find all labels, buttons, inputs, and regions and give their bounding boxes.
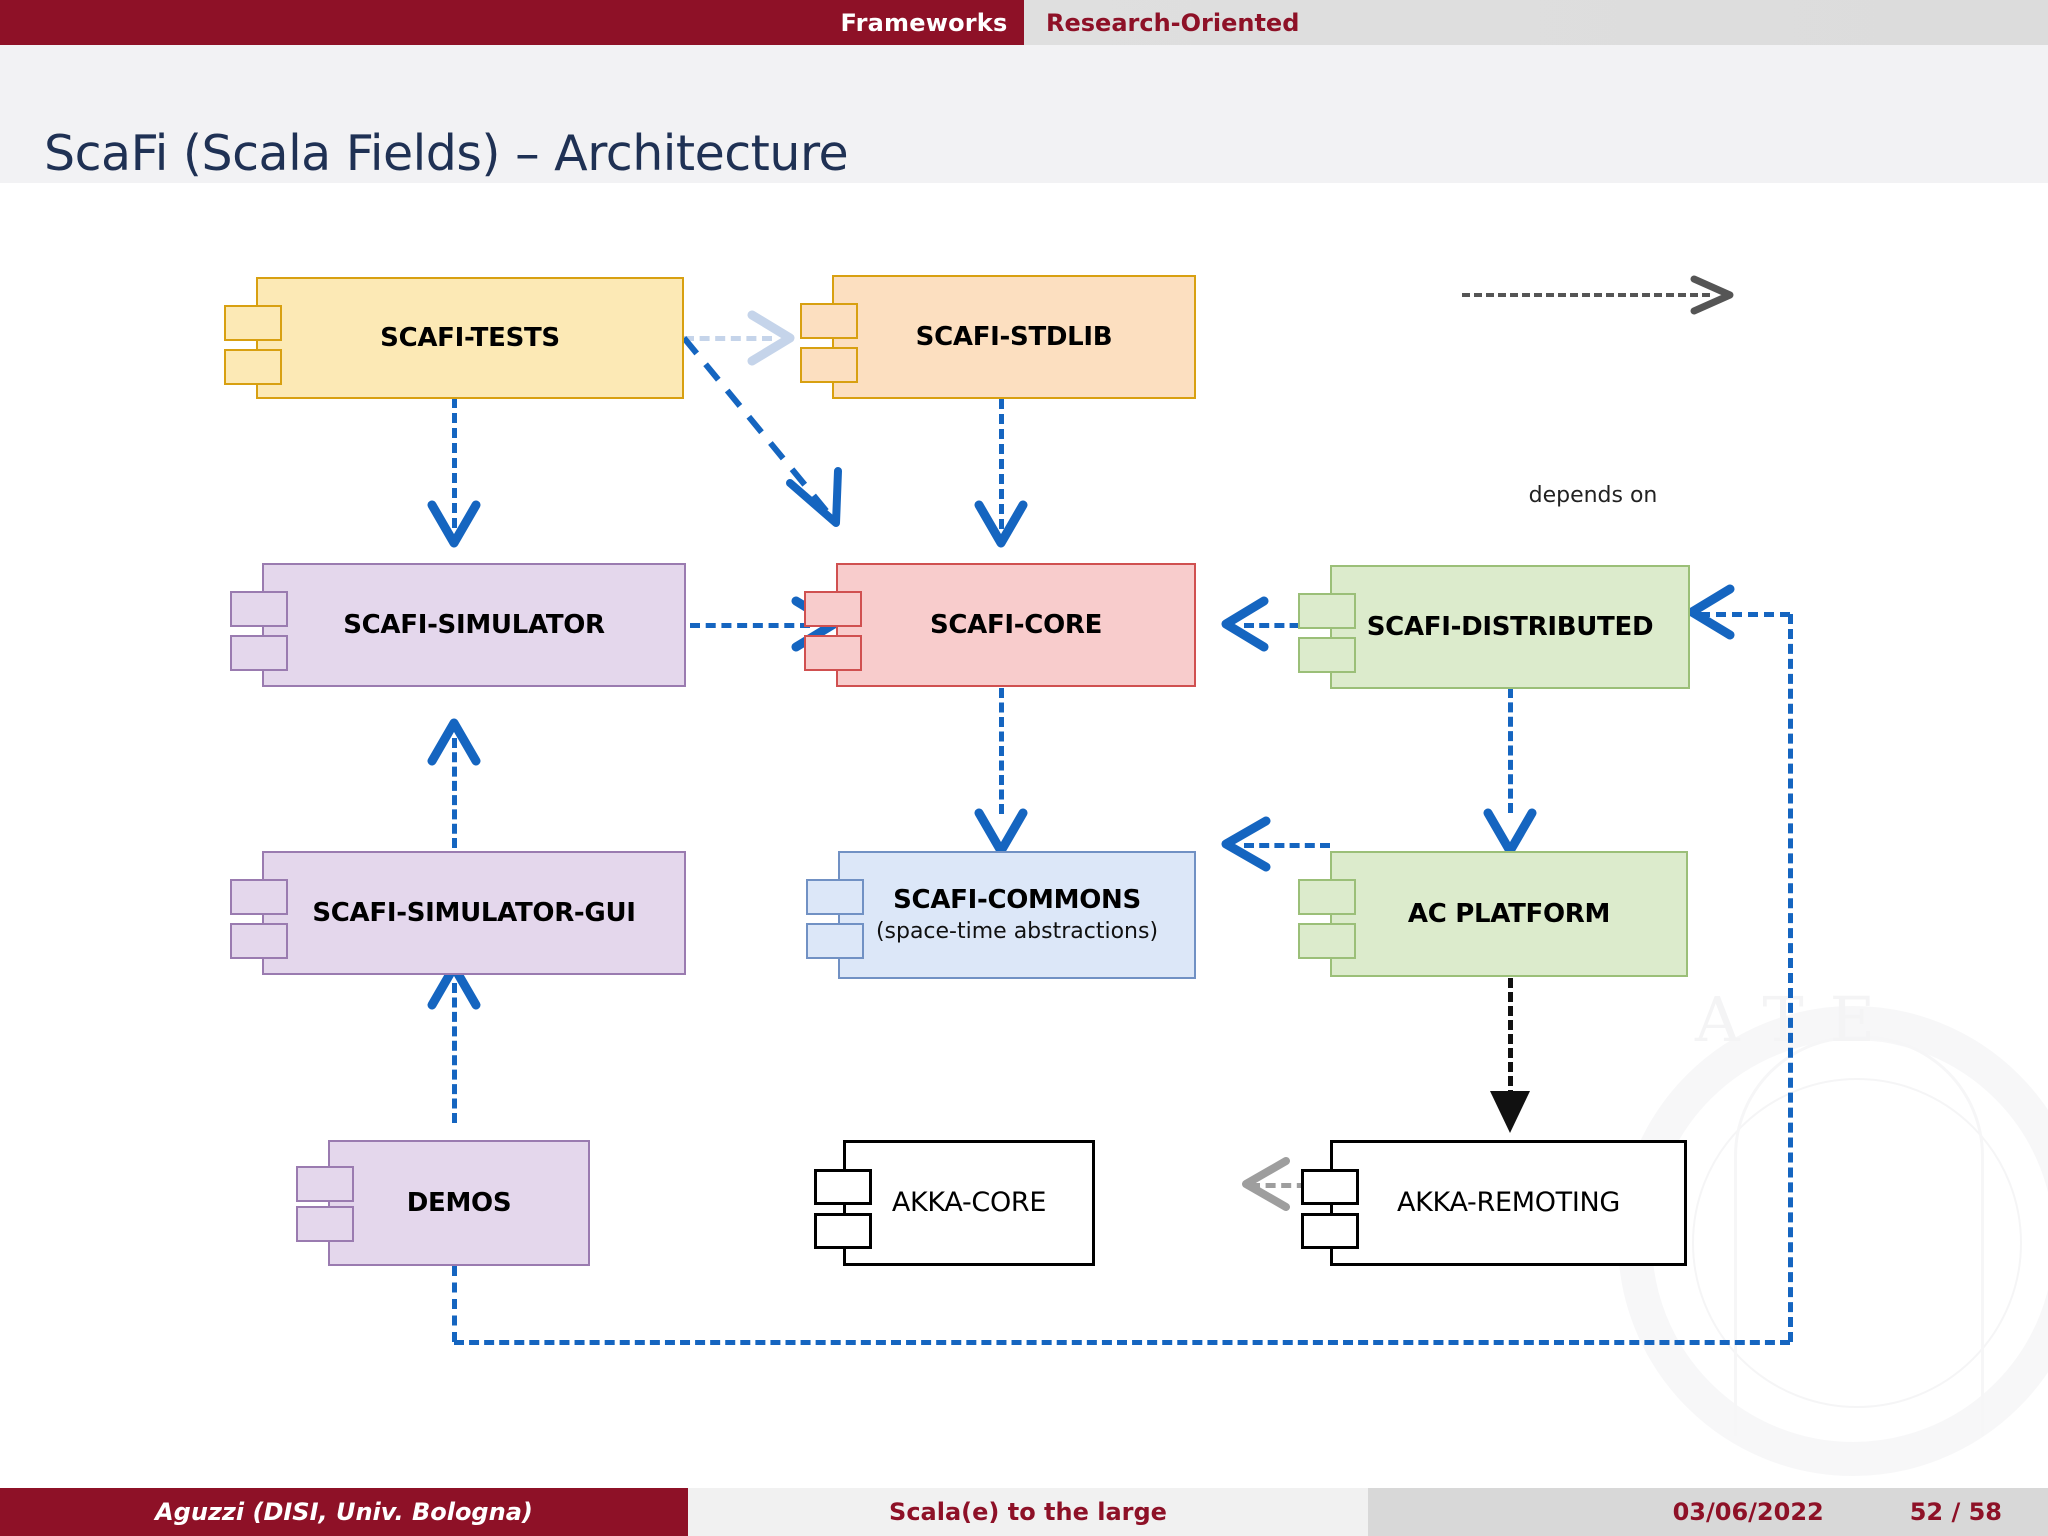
- tab-frameworks[interactable]: Frameworks: [824, 0, 1024, 45]
- node-label: SCAFI-SIMULATOR: [343, 609, 605, 640]
- node-scafi-tests[interactable]: SCAFI-TESTS: [224, 277, 684, 399]
- slide-content: ATE: [0, 183, 2048, 1496]
- university-seal-text: ATE: [1695, 983, 1901, 1056]
- footer-author: Aguzzi (DISI, Univ. Bologna): [0, 1488, 688, 1536]
- edge-stdlib-to-core-line: [999, 399, 1004, 529]
- edge-demos-route-to-distributed: [1700, 612, 1790, 617]
- edge-core-to-commons-line: [999, 688, 1004, 814]
- uml-tab-top: [800, 303, 858, 339]
- node-label: SCAFI-TESTS: [380, 322, 560, 353]
- arrowhead-tests-to-core: [786, 467, 842, 527]
- node-scafi-simulator[interactable]: SCAFI-SIMULATOR: [230, 563, 686, 687]
- node-akka-remoting[interactable]: AKKA-REMOTING: [1301, 1140, 1687, 1266]
- uml-tab-bottom: [806, 923, 864, 959]
- node-scafi-commons[interactable]: SCAFI-COMMONS (space-time abstractions): [806, 851, 1196, 979]
- uml-tab-top: [1301, 1169, 1359, 1205]
- edge-demos-route-up: [1788, 614, 1793, 1342]
- node-label: SCAFI-DISTRIBUTED: [1366, 611, 1654, 642]
- uml-tab-bottom: [814, 1213, 872, 1249]
- uml-tab-top: [804, 591, 862, 627]
- uml-tab-top: [230, 879, 288, 915]
- edge-distributed-to-core-line: [1244, 623, 1330, 628]
- uml-tab-bottom: [296, 1206, 354, 1242]
- node-label: SCAFI-COMMONS: [893, 885, 1141, 916]
- edge-acplatform-to-akkaremoting-line: [1508, 978, 1513, 1100]
- edge-demos-route-down: [452, 1266, 457, 1342]
- uml-tab-top: [814, 1169, 872, 1205]
- uml-tab-bottom: [230, 635, 288, 671]
- edge-gui-to-simulator-line: [452, 738, 457, 848]
- footer-bar: Aguzzi (DISI, Univ. Bologna) Scala(e) to…: [0, 1488, 2048, 1536]
- node-scafi-distributed[interactable]: SCAFI-DISTRIBUTED: [1298, 565, 1690, 689]
- footer-page-number: 52 / 58: [1909, 1498, 2002, 1526]
- node-label: AKKA-REMOTING: [1396, 1187, 1621, 1219]
- node-label: SCAFI-SIMULATOR-GUI: [312, 897, 636, 928]
- nav-right-section: Research-Oriented: [1024, 0, 2048, 45]
- edge-tests-to-stdlib-line: [684, 336, 772, 341]
- navigation-bar: Frameworks Research-Oriented: [0, 0, 2048, 45]
- edge-acplatform-to-commons-line: [1244, 843, 1330, 848]
- page-title: ScaFi (Scala Fields) – Architecture: [44, 125, 849, 182]
- node-demos[interactable]: DEMOS: [296, 1140, 590, 1266]
- legend-dashed-line: [1462, 293, 1710, 297]
- node-ac-platform[interactable]: AC PLATFORM: [1298, 851, 1688, 977]
- node-akka-core[interactable]: AKKA-CORE: [814, 1140, 1095, 1266]
- uml-tab-top: [224, 305, 282, 341]
- node-label: DEMOS: [406, 1187, 512, 1218]
- uml-tab-top: [230, 591, 288, 627]
- uml-tab-bottom: [800, 347, 858, 383]
- node-label: AKKA-CORE: [891, 1187, 1047, 1219]
- edge-demos-route-across: [454, 1340, 1790, 1345]
- footer-meta: 03/06/2022 52 / 58: [1368, 1488, 2048, 1536]
- node-sublabel: (space-time abstractions): [875, 918, 1159, 944]
- node-scafi-simulator-gui[interactable]: SCAFI-SIMULATOR-GUI: [230, 851, 686, 975]
- uml-tab-top: [1298, 879, 1356, 915]
- footer-date: 03/06/2022: [1672, 1498, 1824, 1526]
- edge-tests-to-simulator-line: [452, 398, 457, 528]
- footer-presentation-title: Scala(e) to the large: [688, 1488, 1368, 1536]
- uml-tab-bottom: [804, 635, 862, 671]
- node-label: AC PLATFORM: [1407, 898, 1611, 929]
- university-seal-inner-ring: [1692, 1078, 2022, 1408]
- tab-research-oriented[interactable]: Research-Oriented: [1046, 8, 1300, 37]
- uml-tab-bottom: [1298, 637, 1356, 673]
- title-bar: ScaFi (Scala Fields) – Architecture: [0, 45, 2048, 183]
- uml-tab-top: [806, 879, 864, 915]
- uml-tab-bottom: [230, 923, 288, 959]
- uml-tab-top: [296, 1166, 354, 1202]
- edge-akkaremoting-to-akkacore-line: [1250, 1183, 1338, 1188]
- node-scafi-stdlib[interactable]: SCAFI-STDLIB: [800, 275, 1196, 399]
- uml-tab-bottom: [1298, 923, 1356, 959]
- uml-tab-top: [1298, 593, 1356, 629]
- edge-simulator-to-core-line: [690, 623, 810, 628]
- arrowhead-distributed-to-acplatform: [1483, 808, 1537, 856]
- edge-demos-to-gui-line: [452, 983, 457, 1123]
- legend-label: depends on: [1528, 483, 1658, 508]
- edge-distributed-to-acplatform-line: [1508, 688, 1513, 813]
- uml-tab-bottom: [1301, 1213, 1359, 1249]
- uml-tab-bottom: [224, 349, 282, 385]
- arrowhead-core-to-commons: [974, 808, 1028, 856]
- university-seal-arch: [1734, 1036, 1984, 1436]
- node-scafi-core[interactable]: SCAFI-CORE: [804, 563, 1196, 687]
- node-label: SCAFI-CORE: [929, 609, 1103, 640]
- nav-spacer: [0, 0, 824, 45]
- node-label: SCAFI-STDLIB: [915, 321, 1113, 352]
